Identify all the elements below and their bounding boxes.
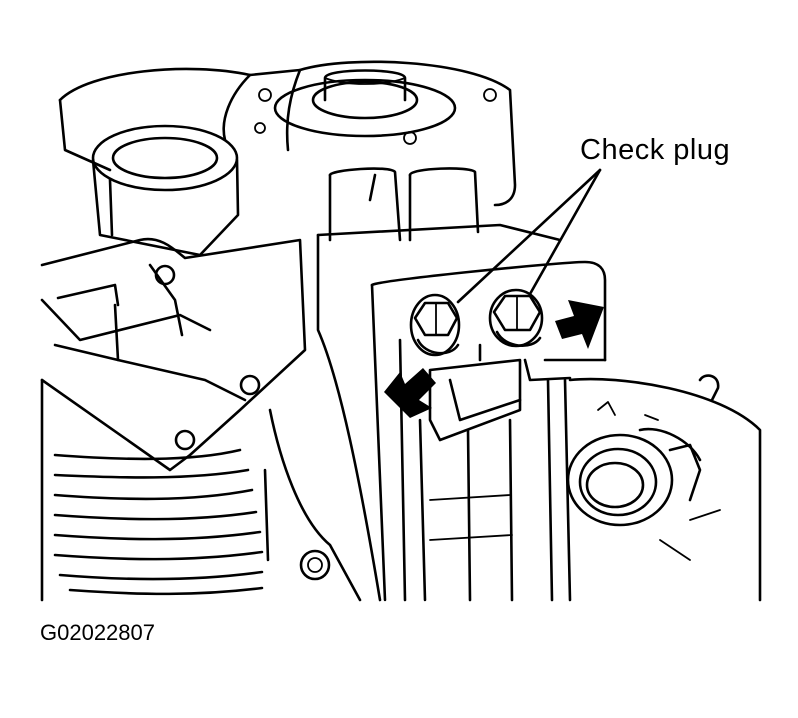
- check-plug-left-bolt-icon: [409, 293, 461, 357]
- upper-housing: [58, 60, 517, 207]
- output-flange: [566, 374, 762, 602]
- center-case: [263, 167, 562, 602]
- callout-label: Check plug: [580, 134, 731, 166]
- plug-boss: [428, 343, 522, 442]
- left-bracket: [40, 237, 307, 602]
- pointer-arrow-right-icon: [555, 300, 604, 349]
- check-plug-right-bolt-icon: [488, 288, 544, 348]
- top-flange: [91, 124, 240, 257]
- extension-housing: [370, 260, 607, 602]
- callout-leaders: [456, 168, 602, 304]
- cooling-fins: [53, 448, 264, 596]
- figure-id: G02022807: [40, 620, 155, 645]
- pointer-arrow-left-icon: [384, 368, 436, 418]
